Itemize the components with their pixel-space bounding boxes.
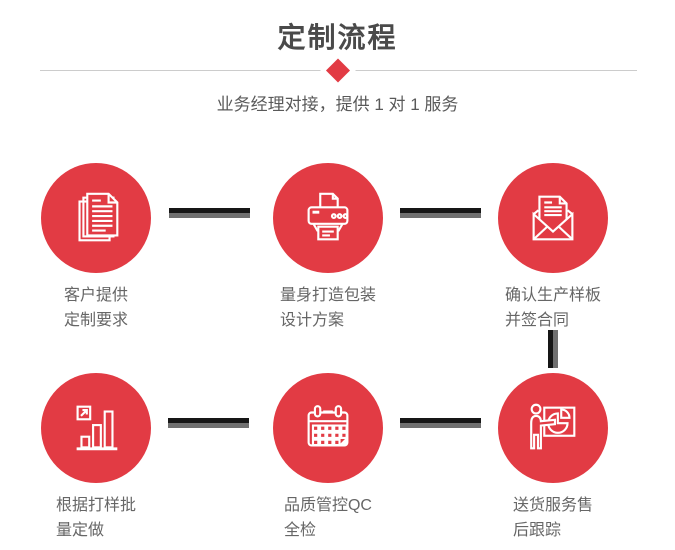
presenter-icon [530,403,576,450]
connector-step1-step2 [169,208,250,218]
envelope-icon [532,195,574,241]
documents-icon [78,192,119,242]
step-circle-6 [498,373,608,483]
step-label-line: 确认生产样板 [504,287,601,304]
step-label-6: 送货服务售 后跟踪 [453,493,653,543]
step-label-line: 定制要求 [63,312,128,329]
step-label-line: 量身打造包装 [279,287,376,304]
step-label-line: 品质管控QC [283,497,372,514]
diamond-icon [325,57,350,83]
page-title: 定制流程 [277,22,398,53]
step-label-line: 客户提供 [63,287,128,304]
connector-step5-step6 [400,418,481,428]
step-label-3: 确认生产样板 并签合同 [453,283,653,333]
step-label-line: 设计方案 [279,312,344,329]
step-label-line: 根据打样批 [55,497,136,514]
divider-diamond-wrap [320,57,355,83]
step-label-2: 量身打造包装 设计方案 [228,283,428,333]
step-circle-2 [273,163,383,273]
step-label-line: 量定做 [55,522,104,539]
printer-icon [307,192,349,241]
step-label-line: 送货服务售 [512,497,593,514]
connector-step3-step6 [548,330,558,368]
step-label-line: 并签合同 [504,312,569,329]
step-circle-5 [273,373,383,483]
subtitle: 业务经理对接，提供 1 对 1 服务 [216,95,459,114]
step-circle-3 [498,163,608,273]
connector-step4-step5 [168,418,249,428]
step-label-line: 后跟踪 [512,522,561,539]
step-label-4: 根据打样批 量定做 [0,493,196,543]
bar-chart-icon [76,405,118,451]
connector-step2-step3 [400,208,481,218]
step-label-1: 客户提供 定制要求 [0,283,196,333]
step-label-5: 品质管控QC 全检 [228,493,428,543]
step-circle-4 [41,373,151,483]
calendar-icon [307,405,349,447]
step-circle-1 [41,163,151,273]
step-label-line: 全检 [283,522,316,539]
